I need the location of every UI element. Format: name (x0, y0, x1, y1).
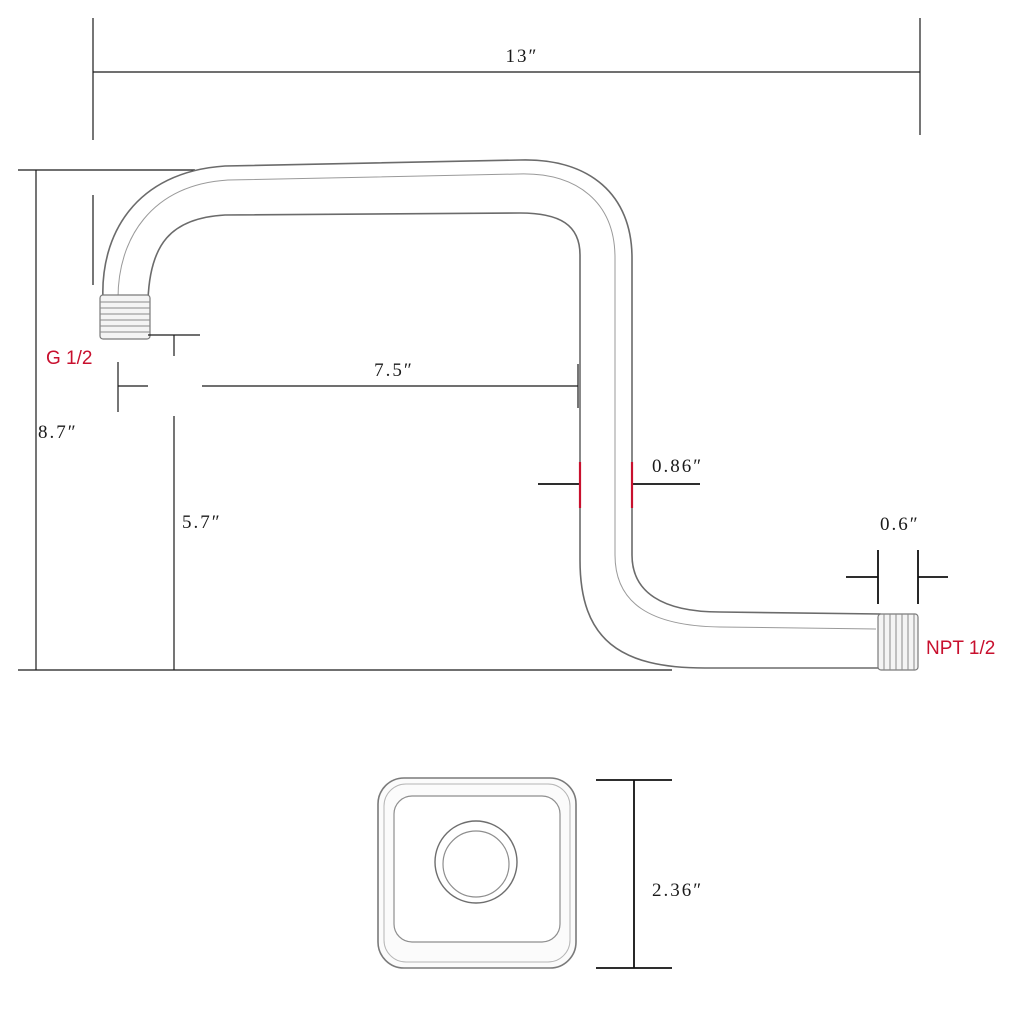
pipe-body (102, 159, 881, 669)
flange-size-dimension: 2.36″ (596, 779, 703, 969)
overall-width-dimension: 13″ (92, 18, 921, 140)
vertical-offset-label: 5.7″ (182, 512, 222, 533)
pipe-diameter-label: 0.86″ (652, 456, 703, 477)
vertical-offset-dimension: 5.7″ (148, 334, 222, 670)
flange-size-label: 2.36″ (652, 880, 703, 901)
outlet-thread-callout: NPT 1/2 (926, 638, 995, 659)
thread-length-dimension: 0.6″ (846, 514, 948, 604)
inlet-thread-callout: G 1/2 (46, 348, 92, 369)
flange-bevel (383, 783, 571, 963)
horizontal-offset-dimension: 7.5″ (117, 360, 579, 412)
pipe-highlight (117, 173, 877, 630)
horizontal-offset-label: 7.5″ (374, 360, 414, 381)
outlet-thread (877, 613, 919, 671)
overall-height-label: 8.7″ (38, 422, 78, 443)
thread-length-label: 0.6″ (880, 514, 920, 535)
inlet-thread (99, 294, 151, 340)
overall-height-dimension: 8.7″ (18, 169, 672, 671)
flange-escutcheon (377, 777, 577, 969)
flange-hole (442, 830, 510, 898)
overall-width-label: 13″ (506, 46, 539, 67)
pipe-diameter-dimension: 0.86″ (538, 456, 703, 508)
inlet-thread-body (99, 294, 151, 340)
shower-arm-pipe (99, 159, 919, 671)
